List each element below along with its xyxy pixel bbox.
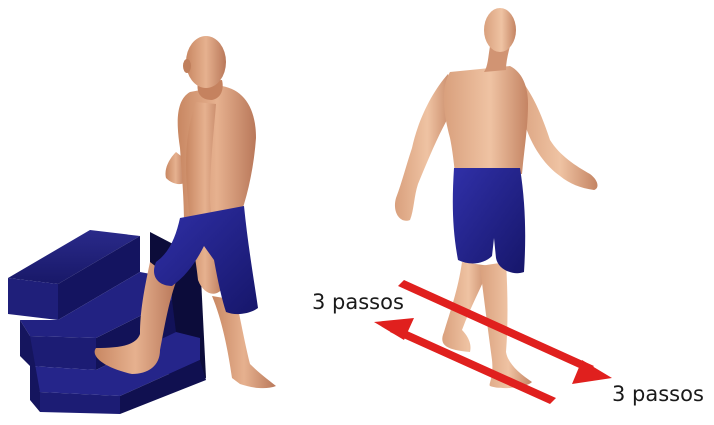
right-steps-label: 3 passos	[612, 384, 704, 405]
left-steps-label: 3 passos	[312, 292, 404, 313]
left-arrow	[374, 318, 556, 404]
man-walking	[395, 8, 598, 388]
